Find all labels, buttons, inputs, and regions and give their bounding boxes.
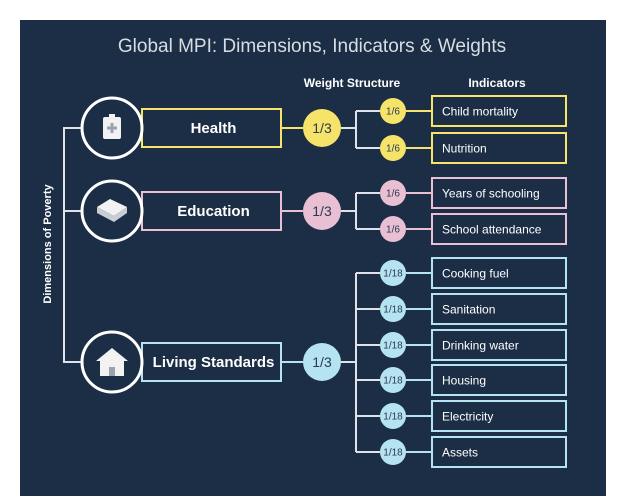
indicator-label: Drinking water — [442, 339, 519, 353]
indicator-box — [431, 436, 567, 468]
indicator-label: School attendance — [442, 223, 542, 237]
indicator-label: Electricity — [442, 410, 493, 424]
indicator-weight-label: 1/18 — [383, 376, 403, 387]
indicator-weight-label: 1/18 — [383, 412, 403, 423]
indicator-weight-label: 1/18 — [383, 341, 403, 352]
indicator-weight-label: 1/6 — [386, 189, 400, 200]
indicator-box — [431, 95, 567, 127]
dimension-weight-circle — [303, 192, 341, 230]
indicator-label: Years of schooling — [442, 187, 540, 201]
indicator-weight-circle — [380, 332, 406, 358]
indicator-weight-circle — [380, 403, 406, 429]
diagram-title: Global MPI: Dimensions, Indicators & Wei… — [118, 36, 506, 57]
indicator-weight-circle — [380, 296, 406, 322]
house-icon — [96, 348, 128, 376]
indicator-weight-label: 1/18 — [383, 269, 403, 280]
indicator-box — [431, 257, 567, 289]
indicator-box — [431, 132, 567, 164]
indicator-box — [431, 177, 567, 209]
dimension-label: Health — [191, 120, 237, 137]
weight-structure-header: Weight Structure — [304, 76, 401, 90]
spine-line — [63, 127, 82, 363]
indicator-label: Housing — [442, 374, 486, 388]
dimension-weight-circle — [303, 343, 341, 381]
indicator-weight-circle — [380, 367, 406, 393]
indicator-weight-circle — [380, 216, 406, 242]
indicator-label: Cooking fuel — [442, 267, 509, 281]
kit-handle — [109, 114, 115, 118]
indicator-weight-circle — [380, 439, 406, 465]
book-cover — [97, 199, 127, 216]
indicator-weight-circle — [380, 260, 406, 286]
book-icon — [97, 199, 127, 222]
book-pages — [97, 207, 127, 222]
indicators-header: Indicators — [468, 76, 526, 90]
indicator-weight-circle — [380, 180, 406, 206]
indicator-box — [431, 400, 567, 432]
indicator-weight-label: 1/18 — [383, 305, 403, 316]
dimension-label: Living Standards — [153, 354, 275, 371]
indicator-box — [431, 329, 567, 361]
house-roof — [96, 348, 128, 361]
indicator-weight-circle — [380, 135, 406, 161]
indicator-weight-label: 1/6 — [386, 225, 400, 236]
dimension-label: Education — [177, 203, 250, 220]
side-label: Dimensions of Poverty — [42, 184, 54, 304]
kit-cross-v — [110, 123, 114, 133]
indicator-weight-label: 1/18 — [383, 448, 403, 459]
dimension-weight-label: 1/3 — [312, 354, 332, 370]
indicator-label: Assets — [442, 446, 478, 460]
indicator-weight-circle — [380, 98, 406, 124]
medical-kit-icon — [103, 114, 121, 139]
dimension-weight-label: 1/3 — [312, 203, 332, 219]
dimension-weight-circle — [303, 109, 341, 147]
indicator-label: Sanitation — [442, 303, 495, 317]
indicator-box — [431, 213, 567, 245]
indicator-weight-label: 1/6 — [386, 107, 400, 118]
house-door — [109, 367, 115, 376]
dimension-weight-label: 1/3 — [312, 120, 332, 136]
indicator-box — [431, 364, 567, 396]
indicator-box — [431, 293, 567, 325]
indicator-weight-label: 1/6 — [386, 144, 400, 155]
indicator-label: Nutrition — [442, 142, 487, 156]
indicator-label: Child mortality — [442, 105, 518, 119]
